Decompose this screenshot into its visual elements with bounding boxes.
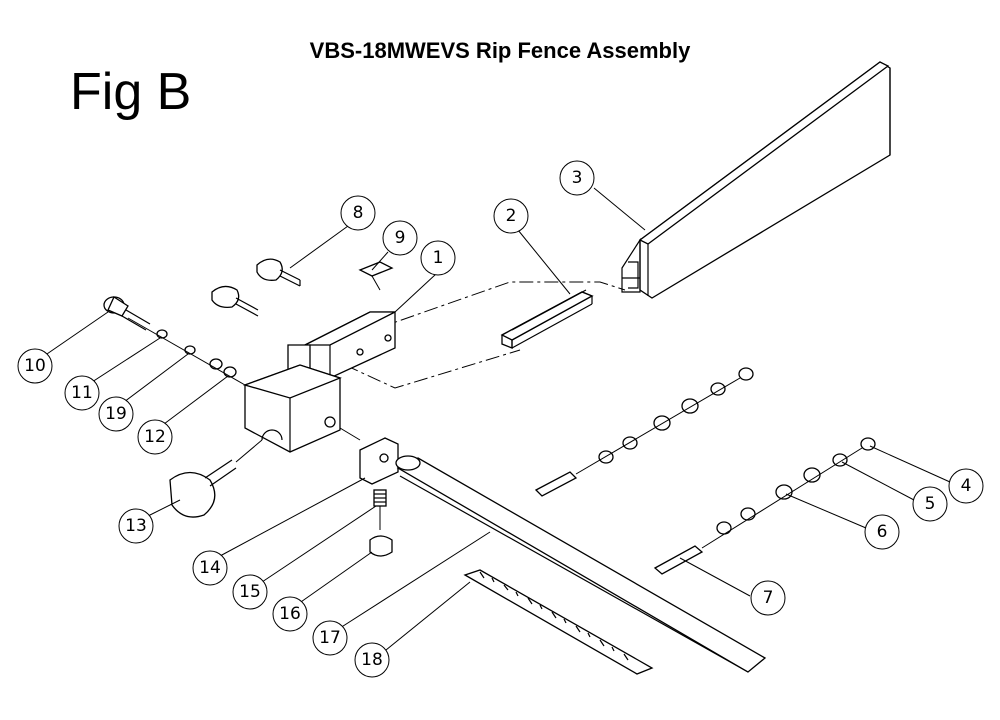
fence-bar: [500, 289, 594, 349]
callout-17: 17: [312, 620, 348, 656]
svg-text:11: 11: [71, 383, 93, 403]
svg-text:19: 19: [105, 404, 127, 424]
svg-text:16: 16: [279, 604, 301, 624]
callout-1: 1: [420, 240, 456, 276]
svg-text:17: 17: [319, 628, 341, 648]
callout-12: 12: [137, 419, 173, 455]
callout-13: 13: [118, 508, 154, 544]
measuring-scale: [463, 569, 654, 675]
callout-18: 18: [354, 642, 390, 678]
spring-plate: [358, 261, 394, 291]
svg-text:12: 12: [144, 427, 166, 447]
figure-label: Fig B: [70, 63, 192, 121]
svg-text:9: 9: [395, 228, 406, 248]
callout-3: 3: [559, 160, 595, 196]
guide-rail: [395, 455, 767, 673]
lock-knob-lower: [211, 285, 259, 317]
svg-text:4: 4: [961, 476, 972, 496]
lock-knob-upper: [256, 258, 301, 287]
callout-2: 2: [493, 198, 529, 234]
hex-nut: [209, 358, 223, 370]
svg-text:1: 1: [433, 248, 444, 268]
svg-text:18: 18: [361, 650, 383, 670]
svg-text:13: 13: [125, 516, 147, 536]
svg-text:10: 10: [24, 356, 46, 376]
callout-4: 4: [948, 468, 984, 504]
callout-15: 15: [232, 574, 268, 610]
hardware-upper: [534, 367, 754, 497]
lock-washer: [184, 345, 196, 355]
spring: [373, 489, 387, 530]
washer: [156, 329, 168, 339]
callout-16: 16: [272, 596, 308, 632]
callout-11: 11: [64, 375, 100, 411]
callout-14: 14: [192, 550, 228, 586]
callout-9: 9: [382, 220, 418, 256]
hex-nut: [223, 366, 237, 378]
hardware-lower: [653, 437, 876, 575]
callout-19: 19: [98, 396, 134, 432]
diagram-title: VBS-18MWEVS Rip Fence Assembly: [309, 38, 691, 63]
svg-text:15: 15: [239, 582, 261, 602]
callout-6: 6: [864, 514, 900, 550]
callout-8: 8: [340, 195, 376, 231]
fence-head: [242, 364, 342, 453]
leader-lines: [43, 187, 951, 651]
foot-knob: [369, 535, 393, 557]
svg-text:3: 3: [572, 168, 583, 188]
callout-5: 5: [912, 486, 948, 522]
clip-block: [359, 437, 399, 485]
svg-text:8: 8: [353, 203, 364, 223]
cap-screw: [103, 296, 151, 331]
clamp-knob: [169, 439, 263, 518]
svg-text:6: 6: [877, 522, 888, 542]
fence-extrusion: [621, 61, 891, 299]
svg-text:5: 5: [925, 494, 936, 514]
svg-text:2: 2: [506, 206, 517, 226]
callout-10: 10: [17, 348, 53, 384]
svg-text:14: 14: [199, 558, 221, 578]
svg-text:7: 7: [763, 588, 774, 608]
callout-7: 7: [750, 580, 786, 616]
